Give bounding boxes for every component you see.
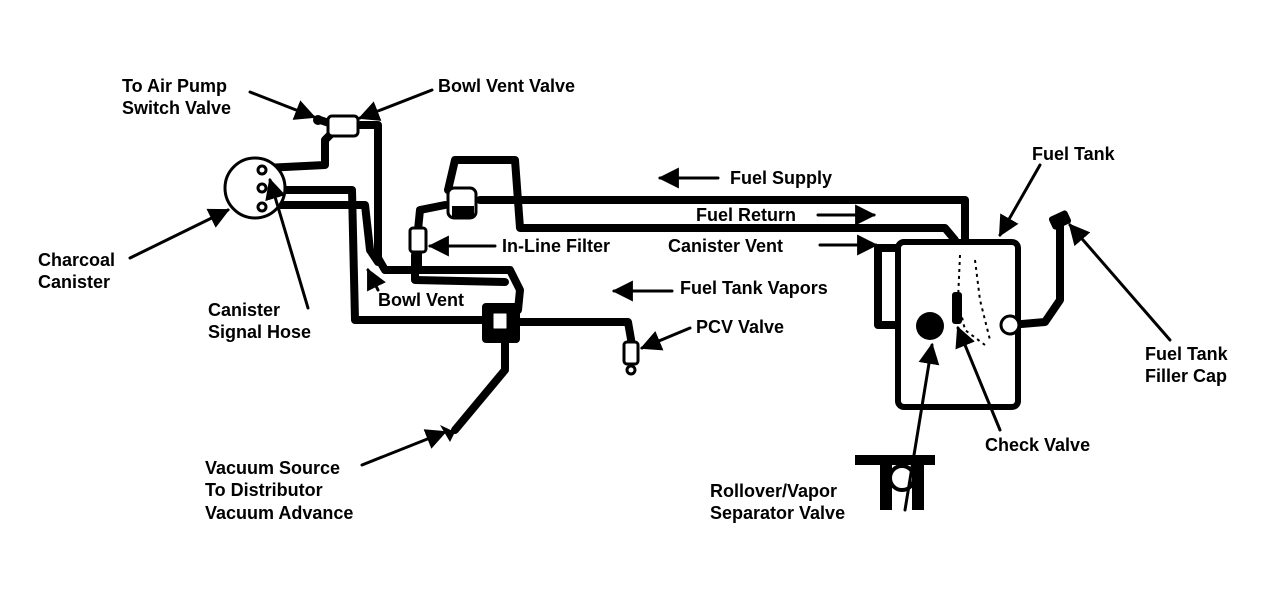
rollover-vapor-separator-valve [855,455,935,510]
fuel-pump-base [452,206,474,218]
label-fuel-tank-filler-cap: Fuel Tank Filler Cap [1145,344,1233,386]
tank-vapor-line [411,251,509,286]
label-charcoal-canister: Charcoal Canister [38,250,120,292]
bowl-vent-valve [326,114,360,138]
label-canister-vent: Canister Vent [668,236,783,256]
rollover-valve-leader [903,342,940,512]
label-in-line-filter: In-Line Filter [502,236,610,256]
pcv-valve [622,340,640,366]
label-rollover-valve: Rollover/Vapor Separator Valve [710,481,845,523]
label-fuel-return: Fuel Return [696,205,796,225]
check-valve [952,292,962,324]
canister-port [256,164,268,176]
charcoal-canister-leader [128,208,230,260]
vacuum-source-hose [451,326,509,434]
pcv-valve-tip [625,364,637,376]
label-bowl-vent-valve: Bowl Vent Valve [438,76,575,96]
in-line-filter [408,226,428,254]
fuel-supply-line [476,196,969,244]
label-fuel-supply: Fuel Supply [730,168,832,188]
fuel-feed-line [414,201,449,234]
canister-vent-line [261,201,382,266]
bowl-vent-arrow [366,268,386,292]
label-fuel-tank-vapors: Fuel Tank Vapors [680,278,828,298]
fuel-tank-leader [998,163,1042,237]
canister-to-bowl-valve-hose [261,126,339,172]
label-air-pump: To Air Pump Switch Valve [122,76,232,118]
label-bowl-vent: Bowl Vent [378,290,464,310]
label-vacuum-source: Vacuum Source To Distributor Vacuum Adva… [205,458,353,523]
fuel-tank-filler-cap [1048,210,1072,230]
charcoal-canister [223,156,287,220]
pcv-hose [516,318,636,349]
label-fuel-tank: Fuel Tank [1032,144,1116,164]
carburetor-window [490,310,510,332]
fuel-return-line [444,156,959,244]
tank-internal-tube [956,254,986,346]
rollover-valve-in-tank [916,312,944,340]
filler-neck [1006,221,1064,329]
canister-signal-line [261,186,494,324]
label-check-valve: Check Valve [985,435,1090,455]
air-pump-leader [248,90,316,120]
check-valve-leader [955,326,1002,432]
canister-port [256,182,268,194]
label-pcv-valve: PCV Valve [696,317,784,337]
filler-cap-leader [1068,223,1172,342]
canister-signal-hose-leader [265,177,310,310]
filler-neck-fitting [999,314,1021,336]
canister-port [256,201,268,213]
label-canister-signal-hose: Canister Signal Hose [208,300,311,342]
pcv-valve-leader [640,326,692,351]
bowl-vent-valve-leader [358,88,434,121]
vacuum-source-leader [360,429,447,467]
